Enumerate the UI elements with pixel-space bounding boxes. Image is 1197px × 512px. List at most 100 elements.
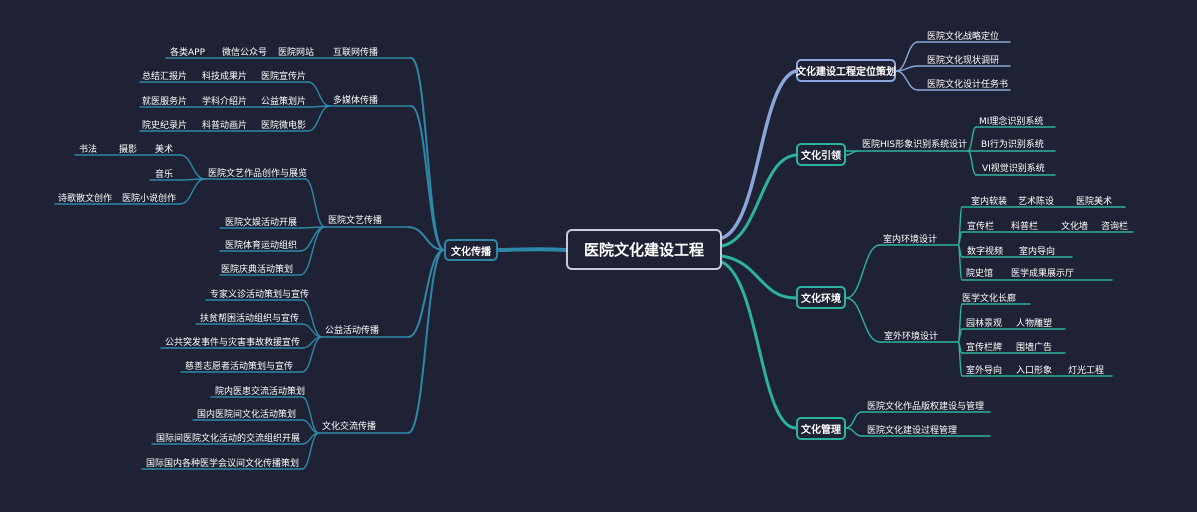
- leaf-mm-5[interactable]: 公益策划片: [261, 97, 307, 107]
- leaf-pos-2[interactable]: 医院文化设计任务书: [927, 80, 1009, 90]
- leaf-mm-0[interactable]: 总结汇报片: [142, 72, 188, 82]
- leaf-in-2[interactable]: 医院美术: [1076, 197, 1113, 207]
- node-cultural-communication[interactable]: 文化传播: [444, 239, 498, 261]
- leaf-music[interactable]: 音乐: [155, 170, 174, 180]
- leaf-in-10[interactable]: 医学成果展示厅: [1011, 269, 1075, 279]
- leaf-mgmt-1[interactable]: 医院文化建设过程管理: [867, 426, 958, 436]
- center-topic[interactable]: 医院文化建设工程: [566, 229, 722, 270]
- connector-his-2: [967, 150, 977, 176]
- leaf-welfare-3[interactable]: 慈善志愿者活动策划与宣传: [185, 362, 294, 372]
- leaf-welfare-2[interactable]: 公共突发事件与灾害事故救援宣传: [165, 338, 301, 348]
- connector-main-group-4: [407, 249, 445, 434]
- connector-mgmt-0: [845, 411, 863, 429]
- connector-arts-creation: [304, 178, 326, 228]
- leaf-pos-0[interactable]: 医院文化战略定位: [927, 32, 1000, 42]
- connector-exchange-3: [301, 432, 320, 470]
- connector-guidance-his: [845, 150, 859, 156]
- connector-center-left: [496, 247, 568, 252]
- leaf-exchange-3[interactable]: 国际国内各种医学会议间文化传播策划: [146, 459, 300, 469]
- leaf-vi[interactable]: VI视觉识别系统: [982, 164, 1045, 174]
- leaf-in-5[interactable]: 文化墙: [1061, 222, 1089, 232]
- leaf-arts-0[interactable]: 医院文娱活动开展: [225, 218, 298, 228]
- leaf-mm-6[interactable]: 院史纪录片: [142, 121, 188, 131]
- node-environment[interactable]: 文化环境: [796, 286, 846, 309]
- leaf-out-6[interactable]: 入口形象: [1016, 366, 1053, 376]
- leaf-welfare-0[interactable]: 专家义诊活动策划与宣传: [210, 290, 310, 300]
- connector-env-indoor: [845, 244, 881, 299]
- node-arts-communication[interactable]: 医院文艺传播: [328, 216, 383, 226]
- leaf-in-0[interactable]: 室内软装: [971, 197, 1008, 207]
- leaf-in-6[interactable]: 咨询栏: [1101, 222, 1129, 232]
- leaf-exchange-0[interactable]: 院内医患交流活动策划: [215, 387, 306, 397]
- connector-outdoor-row-3: [957, 341, 963, 377]
- leaf-in-1[interactable]: 艺术陈设: [1018, 197, 1055, 207]
- connector-welfare-3: [301, 336, 323, 373]
- connector-main-group-3: [407, 249, 445, 338]
- leaf-novel[interactable]: 医院小说创作: [122, 194, 177, 204]
- leaf-mm-7[interactable]: 科普动画片: [202, 121, 248, 131]
- leaf-in-9[interactable]: 院史馆: [966, 269, 994, 279]
- node-guidance[interactable]: 文化引领: [796, 143, 846, 166]
- node-indoor[interactable]: 室内环境设计: [883, 235, 938, 245]
- leaf-in-4[interactable]: 科普栏: [1011, 222, 1039, 232]
- connector-indoor-row-3: [957, 244, 963, 281]
- node-multimedia-communication[interactable]: 多媒体传播: [333, 96, 379, 106]
- leaf-welfare-1[interactable]: 扶贫帮困活动组织与宣传: [200, 314, 300, 324]
- connector-his-0: [967, 126, 977, 152]
- leaf-website[interactable]: 医院网站: [278, 48, 315, 58]
- node-outdoor[interactable]: 室外环境设计: [884, 332, 939, 342]
- leaf-arts-1[interactable]: 医院体育运动组织: [225, 241, 298, 251]
- leaf-apps[interactable]: 各类APP: [170, 48, 206, 58]
- node-arts-creation[interactable]: 医院文艺作品创作与展览: [208, 169, 308, 179]
- leaf-mm-3[interactable]: 就医服务片: [142, 97, 188, 107]
- connector-env-outdoor: [845, 297, 881, 343]
- leaf-out-1[interactable]: 园林景观: [966, 319, 1003, 329]
- leaf-out-2[interactable]: 人物雕塑: [1016, 319, 1053, 329]
- leaf-mm-2[interactable]: 医院宣传片: [261, 72, 307, 82]
- node-his-design[interactable]: 医院HIS形象识别系统设计: [862, 140, 968, 150]
- leaf-mm-1[interactable]: 科技成果片: [202, 72, 248, 82]
- node-positioning[interactable]: 文化建设工程定位策划: [796, 59, 896, 82]
- connector-main-group-1: [410, 105, 445, 251]
- leaf-mgmt-0[interactable]: 医院文化作品版权建设与管理: [867, 402, 985, 412]
- connector-center-environment: [720, 254, 798, 300]
- leaf-out-5[interactable]: 室外导向: [966, 366, 1003, 376]
- connector-center-positioning: [720, 69, 798, 240]
- leaf-out-4[interactable]: 围墙广告: [1016, 343, 1053, 353]
- leaf-out-0[interactable]: 医学文化长廊: [962, 294, 1017, 304]
- connector-main-group-2: [407, 226, 445, 251]
- node-exchange-communication[interactable]: 文化交流传播: [322, 422, 377, 432]
- leaf-mm-4[interactable]: 学科介绍片: [202, 97, 248, 107]
- leaf-mm-8[interactable]: 医院微电影: [261, 121, 307, 131]
- connector-pos-1: [895, 65, 919, 72]
- connector-welfare-0: [301, 299, 323, 338]
- leaf-in-3[interactable]: 宣传栏: [967, 222, 995, 232]
- node-management[interactable]: 文化管理: [796, 417, 846, 440]
- leaf-in-7[interactable]: 数字视频: [967, 247, 1004, 257]
- leaf-out-7[interactable]: 灯光工程: [1068, 366, 1105, 376]
- leaf-poetry[interactable]: 诗歌散文创作: [58, 194, 113, 204]
- leaf-photography[interactable]: 摄影: [119, 145, 138, 155]
- connector-mm-row-2: [307, 105, 331, 132]
- leaf-bi[interactable]: BI行为识别系统: [981, 140, 1044, 150]
- connector-arts-leaf-2: [299, 226, 326, 276]
- leaf-fine-arts[interactable]: 美术: [155, 145, 174, 155]
- node-internet-communication[interactable]: 互联网传播: [333, 48, 379, 58]
- connector-pos-2: [895, 70, 919, 91]
- connector-mgmt-1: [845, 427, 863, 437]
- leaf-wechat[interactable]: 微信公众号: [222, 48, 268, 58]
- node-welfare-communication[interactable]: 公益活动传播: [325, 326, 380, 336]
- connector-main-group-0: [410, 57, 445, 251]
- leaf-exchange-2[interactable]: 国际间医院文化活动的交流组织开展: [156, 434, 301, 444]
- leaf-in-8[interactable]: 室内导向: [1019, 247, 1056, 257]
- leaf-pos-1[interactable]: 医院文化现状调研: [927, 56, 1000, 66]
- connector-arts-leaf-1: [299, 226, 326, 252]
- leaf-calligraphy[interactable]: 书法: [79, 145, 98, 155]
- leaf-out-3[interactable]: 宣传栏牌: [966, 343, 1003, 353]
- leaf-mi[interactable]: MI理念识别系统: [979, 117, 1044, 127]
- connector-center-management: [720, 260, 798, 430]
- connector-creation-row-0: [179, 154, 206, 180]
- leaf-arts-2[interactable]: 医院庆典活动策划: [221, 265, 294, 275]
- leaf-exchange-1[interactable]: 国内医院间文化活动策划: [197, 410, 297, 420]
